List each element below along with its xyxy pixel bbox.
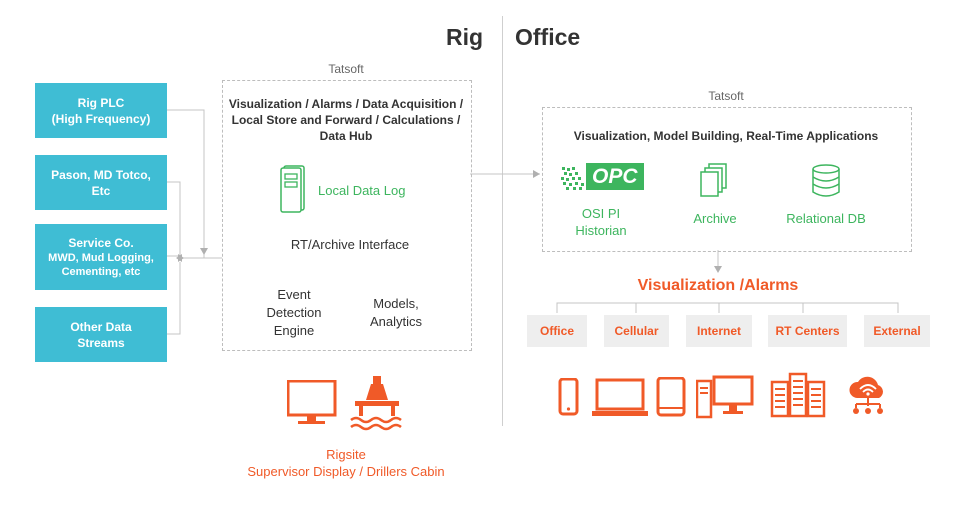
channel-external: External: [864, 315, 930, 347]
source-service-line3: Cementing, etc: [61, 266, 141, 278]
cloud-network-icon: [849, 376, 883, 414]
database-icon: [812, 164, 840, 197]
opc-logo-text: OPC: [586, 163, 644, 190]
phone-icon: [558, 378, 579, 416]
local-data-log-icon: [280, 165, 305, 213]
rig-heading: Rig: [446, 24, 484, 50]
channel-cellular: Cellular: [604, 315, 669, 347]
channel-rt-centers: RT Centers: [768, 315, 847, 347]
desktop-icon: [696, 375, 754, 419]
source-rig-plc-line1: Rig PLC: [77, 95, 125, 110]
rig-features-text: Visualization / Alarms / Data Acquisitio…: [228, 97, 464, 143]
source-other-line2: Streams: [77, 335, 125, 350]
offshore-rig-icon: [350, 376, 402, 431]
rigsite-label: Rigsite: [326, 447, 366, 462]
office-tatsoft-box: [542, 107, 912, 252]
relational-db-label: Relational DB: [786, 211, 866, 226]
source-service-line2: MWD, Mud Logging,: [48, 252, 154, 264]
source-pason-line2: Etc: [91, 183, 111, 198]
rt-archive-interface-label: RT/Archive Interface: [290, 237, 410, 252]
server-rack-icon: [770, 372, 826, 418]
rigsite-subtitle: Supervisor Display / Drillers Cabin: [247, 464, 445, 479]
tablet-icon: [656, 377, 686, 417]
source-rig-plc-line2: (High Frequency): [51, 111, 151, 126]
source-service-line1: Service Co.: [68, 236, 134, 250]
laptop-icon: [592, 378, 648, 416]
office-heading: Office: [515, 24, 581, 50]
rig-vendor-label: Tatsoft: [328, 62, 364, 76]
office-features-text: Visualization, Model Building, Real-Time…: [573, 129, 879, 143]
local-data-log-label: Local Data Log: [318, 183, 406, 198]
source-rig-plc: Rig PLC (High Frequency): [35, 83, 167, 138]
source-service-co: Service Co. MWD, Mud Logging, Cementing,…: [35, 224, 167, 290]
source-pason: Pason, MD Totco, Etc: [35, 155, 167, 210]
source-other-streams: Other Data Streams: [35, 307, 167, 362]
osi-pi-historian-label: OSI PI Historian: [575, 206, 627, 238]
rig-tatsoft-box: [222, 80, 472, 351]
event-detection-engine-label: Event Detection Engine: [266, 287, 322, 338]
monitor-icon: [287, 380, 337, 424]
rig-office-divider: [502, 16, 503, 426]
channel-internet: Internet: [686, 315, 752, 347]
archive-documents-icon: [700, 163, 727, 197]
models-analytics-label: Models, Analytics: [369, 296, 423, 329]
opc-pixel-logo-icon: [561, 167, 584, 190]
visualization-alarms-heading: Visualization /Alarms: [637, 277, 799, 294]
office-vendor-label: Tatsoft: [708, 89, 744, 103]
channel-office: Office: [527, 315, 587, 347]
source-pason-line1: Pason, MD Totco,: [51, 167, 151, 182]
archive-label: Archive: [693, 211, 737, 226]
source-other-line1: Other Data: [70, 319, 132, 334]
